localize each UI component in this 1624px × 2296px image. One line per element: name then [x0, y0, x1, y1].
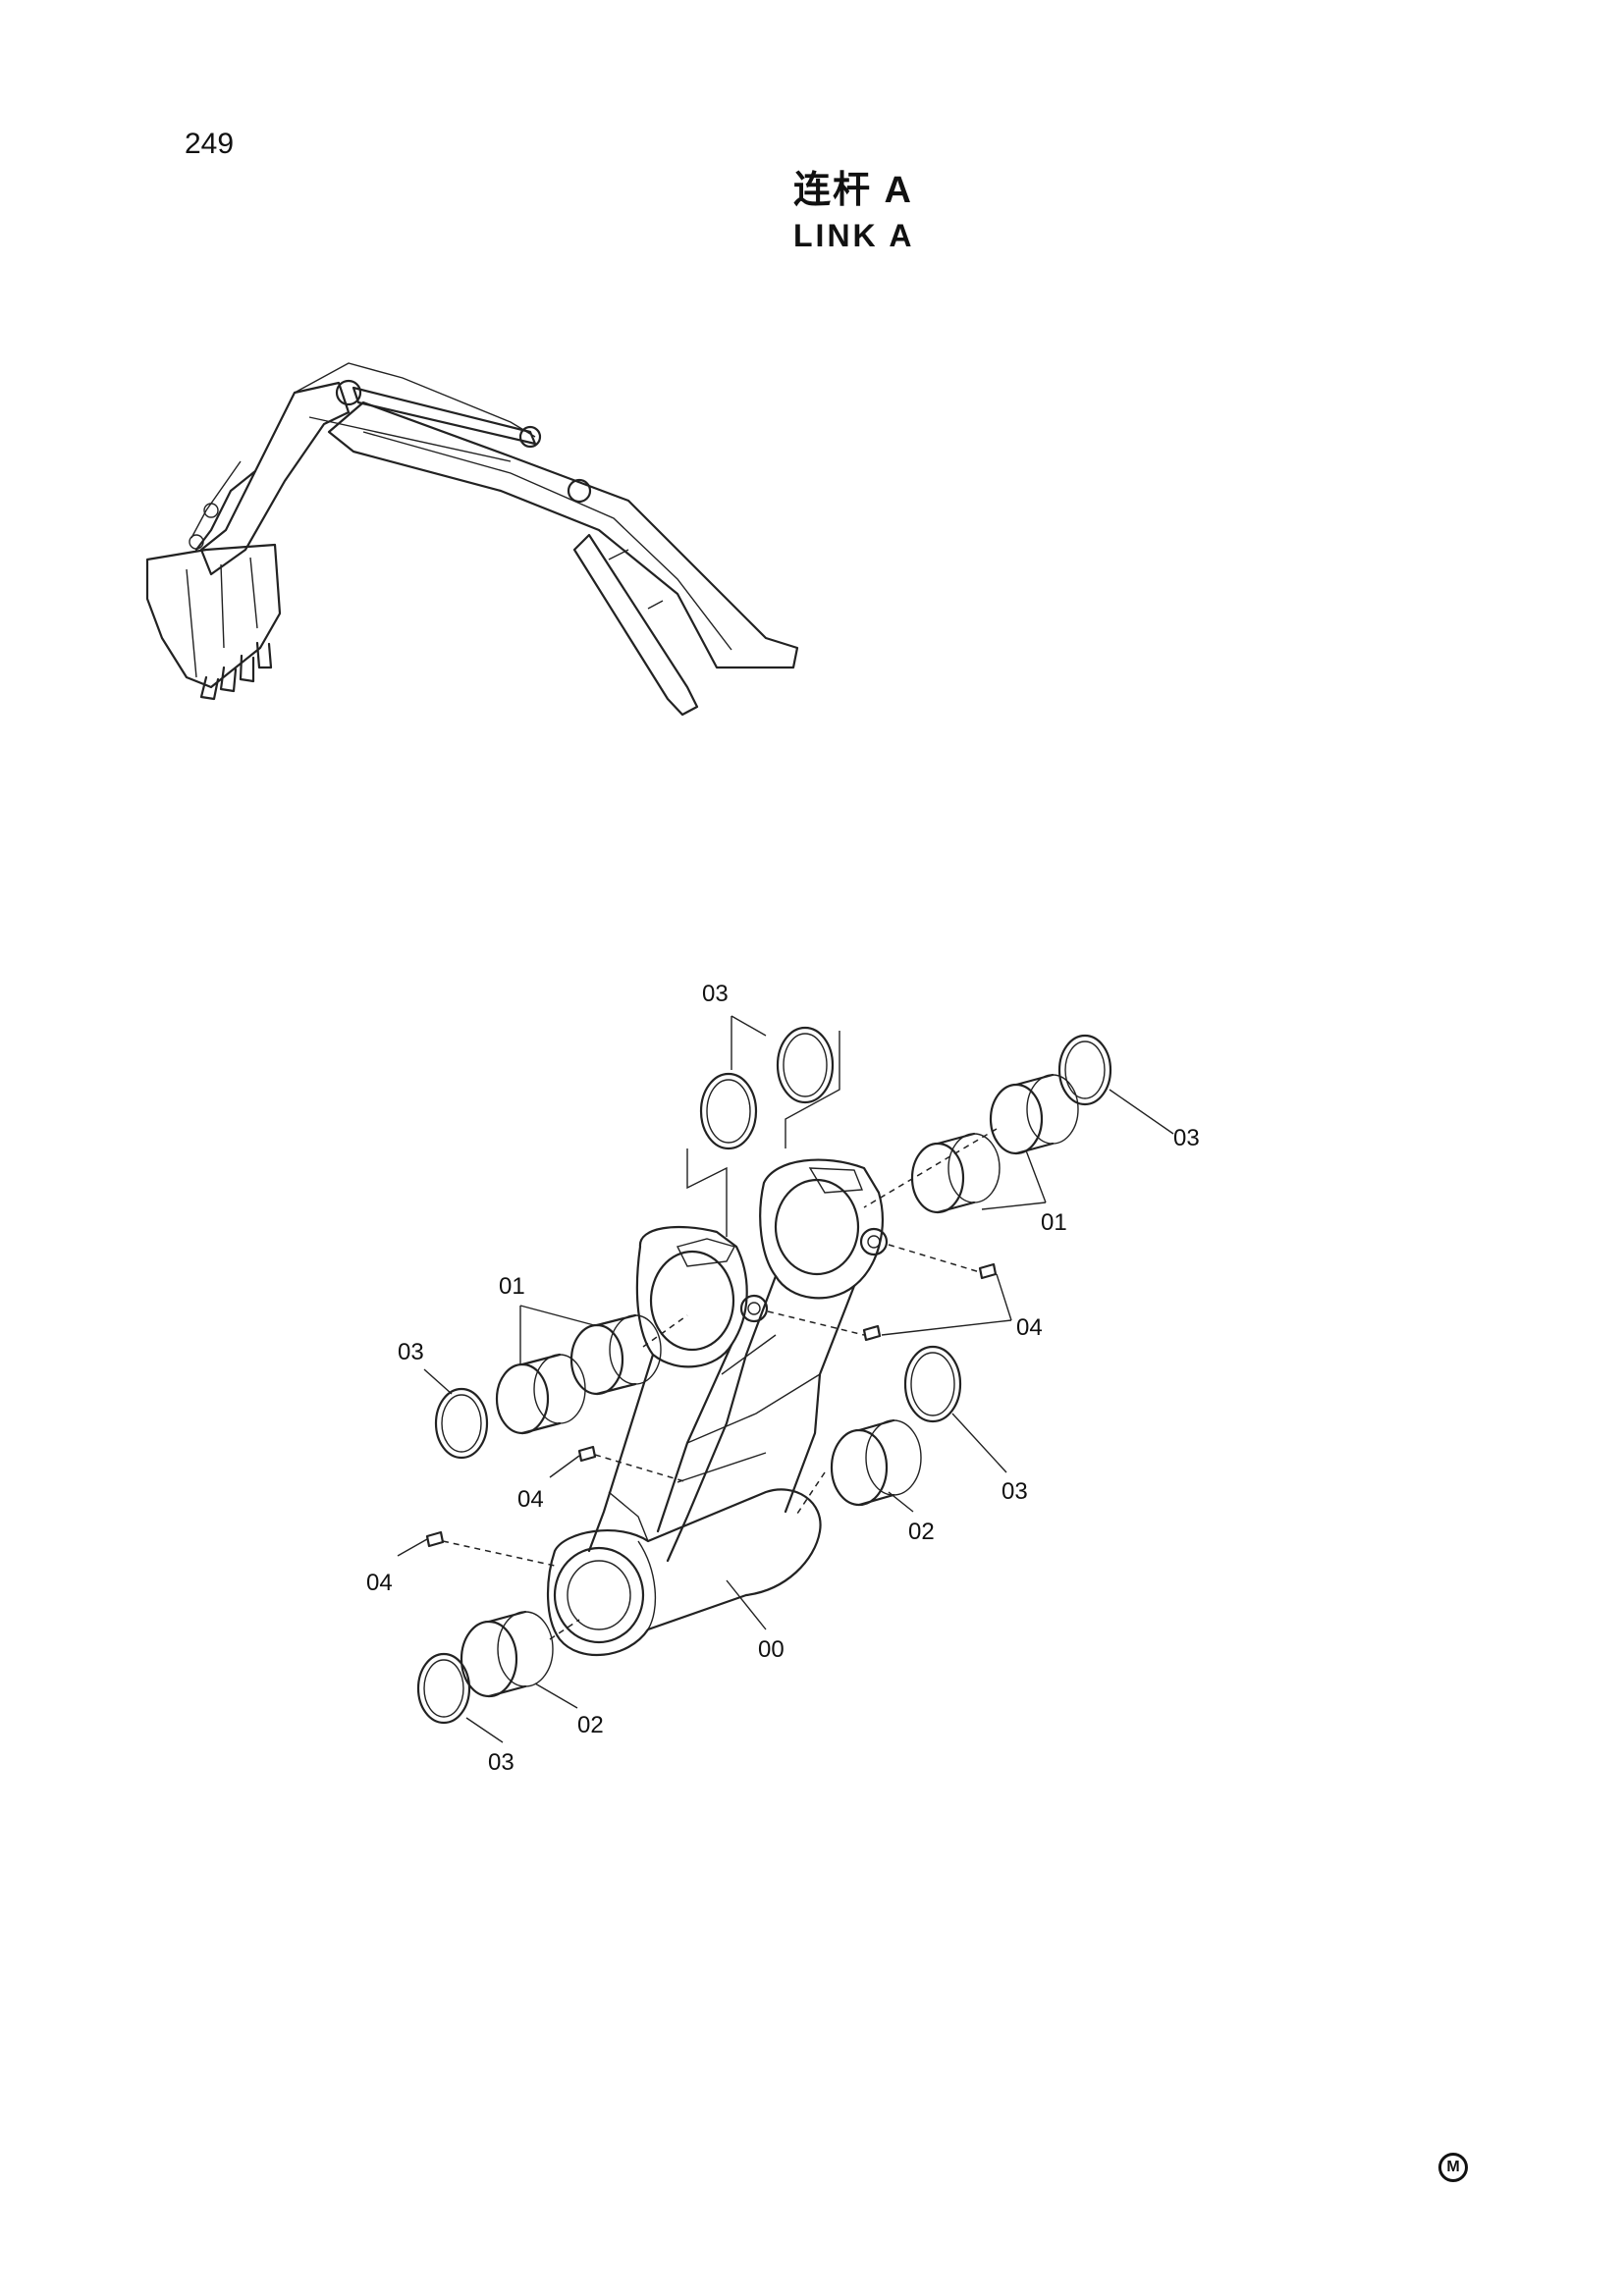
bushing-01-right-a [910, 1132, 1001, 1214]
seal-ring-03-bottom [416, 1652, 471, 1725]
callout-04-right: 04 [1016, 1314, 1043, 1341]
page-number: 249 [185, 128, 235, 160]
callout-02-right: 02 [908, 1519, 935, 1545]
callout-03-top: 03 [702, 981, 729, 1007]
callout-03-right-mid: 03 [1001, 1478, 1028, 1505]
grease-fitting-04-mid [577, 1445, 688, 1483]
link-a-exploded-view: 03 03 01 04 01 03 04 04 03 02 00 02 03 [366, 981, 1200, 1776]
bushing-02-right [830, 1418, 922, 1507]
grease-fitting-04-right-a [888, 1244, 998, 1280]
diagram-title-english: LINK A [793, 218, 915, 253]
grease-fitting-04-left [425, 1530, 556, 1567]
corner-mark: M [1438, 2153, 1468, 2182]
callout-00: 00 [758, 1636, 785, 1663]
seal-ring-03-right-top [1057, 1034, 1112, 1106]
callout-01-right: 01 [1041, 1209, 1067, 1236]
seal-ring-03-right-mid [903, 1345, 962, 1423]
excavator-locator-illustration [145, 362, 799, 717]
callout-02-bottom: 02 [577, 1712, 604, 1738]
callout-01-left: 01 [499, 1273, 525, 1300]
callout-03-right-top: 03 [1173, 1125, 1200, 1151]
seal-ring-03-left [434, 1387, 489, 1460]
callout-04-left: 04 [366, 1570, 393, 1596]
callout-04-mid: 04 [517, 1486, 544, 1513]
bushing-01-right-b [989, 1073, 1079, 1155]
seal-ring-03-top-a [699, 1072, 758, 1150]
seal-ring-03-top-b [776, 1026, 835, 1104]
link-body-00 [547, 1158, 889, 1657]
callout-03-bottom: 03 [488, 1749, 514, 1776]
bushing-01-left-b [495, 1353, 586, 1435]
grease-fitting-04-right-b [767, 1310, 882, 1342]
bushing-02-bottom [460, 1610, 554, 1698]
diagram-title-chinese: 连杆 A [793, 170, 914, 211]
callout-03-left: 03 [398, 1339, 424, 1365]
bushing-01-left-a [569, 1313, 662, 1396]
